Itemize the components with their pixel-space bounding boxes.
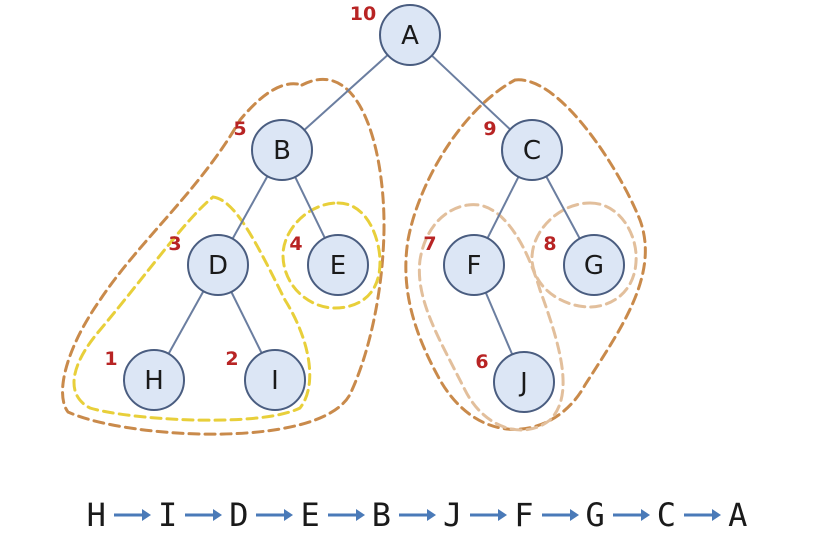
node-label-J: J: [518, 368, 528, 398]
node-circle-F: [443, 234, 505, 296]
node-circle-G: [563, 234, 625, 296]
order-number-J: 6: [475, 351, 488, 373]
arrow-right-icon: [541, 509, 579, 521]
arrow-right-icon: [113, 509, 151, 521]
node-label-I: I: [271, 366, 279, 396]
order-number-B: 5: [233, 118, 246, 140]
inner-group-g: [530, 201, 638, 309]
arrow-right-icon: [470, 509, 508, 521]
sequence-letter: B: [371, 496, 391, 534]
node-label-H: H: [144, 366, 164, 396]
node-circle-C: [501, 119, 563, 181]
order-number-H: 1: [104, 348, 117, 370]
edge-C-F: [486, 176, 520, 239]
node-circle-H: [123, 349, 185, 411]
order-number-I: 2: [225, 348, 238, 370]
edge-F-J: [484, 292, 514, 355]
arrow-right-icon: [327, 509, 365, 521]
edge-D-H: [167, 290, 205, 355]
sequence-letter: J: [443, 496, 463, 534]
edge-C-G: [545, 175, 581, 240]
sequence-letter: I: [157, 496, 178, 534]
arrow-right-icon: [612, 509, 650, 521]
tree-node-J: J6: [475, 351, 555, 413]
inner-group-d: [72, 195, 312, 422]
order-number-C: 9: [483, 118, 496, 140]
node-label-G: G: [584, 251, 604, 281]
arrow-right-icon: [684, 509, 722, 521]
node-circle-D: [187, 234, 249, 296]
sequence-letter: G: [585, 496, 605, 534]
edge-A-C: [431, 54, 511, 131]
outer-group-left: [61, 77, 386, 436]
tree-node-I: I2: [225, 348, 306, 411]
order-number-A: 10: [350, 3, 376, 25]
tree-node-G: G8: [543, 233, 625, 296]
edge-A-B: [303, 54, 389, 131]
node-label-C: C: [523, 136, 541, 166]
edge-B-D: [231, 175, 269, 240]
node-label-D: D: [208, 251, 228, 281]
arrow-right-icon: [399, 509, 436, 521]
order-number-F: 7: [423, 233, 436, 255]
sequence-letter: A: [728, 496, 748, 534]
node-label-A: A: [401, 21, 419, 51]
node-label-B: B: [273, 136, 291, 166]
order-number-E: 4: [289, 233, 302, 255]
sequence-letter: C: [656, 496, 677, 534]
edges-layer: [167, 54, 581, 355]
inner-group-e: [281, 201, 382, 310]
node-circle-I: [244, 349, 306, 411]
node-circle-E: [307, 234, 369, 296]
order-number-D: 3: [168, 233, 181, 255]
tree-node-F: F7: [423, 233, 505, 296]
tree-node-D: D3: [168, 233, 249, 296]
order-number-G: 8: [543, 233, 556, 255]
node-label-F: F: [467, 251, 482, 281]
sequence-letter: E: [300, 496, 320, 534]
tree-node-H: H1: [104, 348, 185, 411]
tree-node-A: A 10: [350, 3, 441, 66]
sequence-letter: D: [229, 496, 249, 534]
sequence-letter: F: [514, 496, 534, 534]
tree-node-E: E4: [289, 233, 369, 296]
sequence-letter: H: [86, 496, 106, 534]
arrow-right-icon: [185, 509, 223, 521]
tree-node-B: B5: [233, 118, 313, 181]
node-label-E: E: [330, 251, 346, 281]
edge-B-E: [294, 176, 326, 239]
tree-node-C: C9: [483, 118, 563, 181]
edge-D-I: [230, 291, 263, 354]
node-circle-B: [251, 119, 313, 181]
node-circle-A: [379, 4, 441, 66]
node-circle-J: [493, 351, 555, 413]
arrow-right-icon: [256, 509, 294, 521]
